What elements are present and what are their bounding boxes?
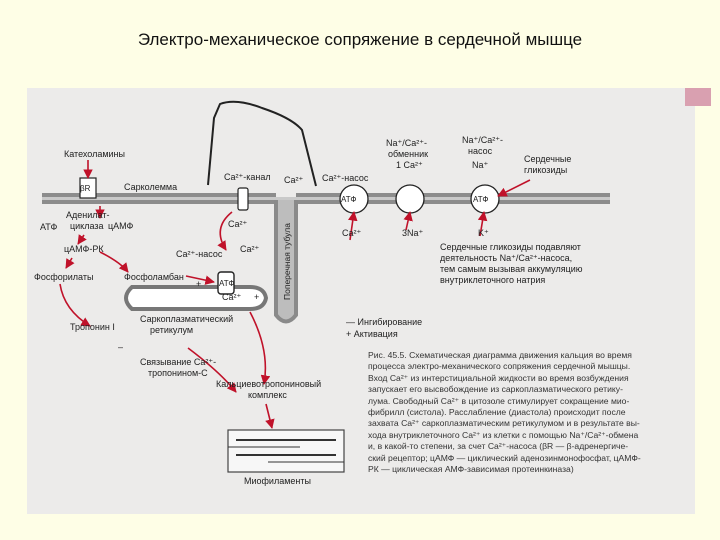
ca-pump-sr-label: Ca²⁺-насос — [176, 249, 223, 259]
caption-line: захвата Ca²⁺ саркоплазматическим ретикул… — [368, 418, 640, 429]
adenylate-label-2: циклаза — [70, 221, 104, 231]
ca-channel — [237, 187, 249, 211]
troponin-label: Тропонин I — [70, 322, 115, 332]
arrow-phos-troponin — [59, 283, 91, 327]
caption-line: и, в какой-то степени, за счет Ca²⁺-насо… — [368, 441, 629, 452]
phosphorylates-label: Фосфорилаты — [34, 272, 93, 282]
caption-line: РК — циклическая АМФ-зависимая протеинки… — [368, 464, 574, 475]
na3-label: 3Na⁺ — [402, 228, 424, 238]
arrow-binding — [187, 347, 237, 393]
camp-pk-label: цАМФ-РК — [64, 244, 104, 254]
myofilaments-box — [227, 429, 345, 473]
exchanger-label-3: 1 Ca²⁺ — [396, 160, 423, 170]
ca-out-label: Ca²⁺ — [342, 228, 362, 238]
plus-sign-sr: + — [254, 292, 259, 302]
atp-nak-label: АТФ — [473, 195, 488, 204]
glycosides-label-2: гликозиды — [524, 165, 567, 175]
complex-label-2: комплекс — [248, 390, 287, 400]
slide-title: Электро-механическое сопряжение в сердеч… — [137, 30, 583, 49]
catecholamines-label: Катехоламины — [64, 149, 125, 159]
exchanger-label-2: обменник — [388, 149, 428, 159]
caption-line: Рис. 45.5. Схематическая диаграмма движе… — [368, 350, 632, 360]
arrow-pk-phospholamban — [99, 251, 129, 273]
binding-label-2: тропонином-С — [148, 368, 208, 378]
ca-channel-label: Ca²⁺-канал — [224, 172, 271, 182]
arrow-glycosides — [497, 179, 531, 197]
sr-atp-pump — [217, 271, 235, 295]
sr-label-2: ретикулум — [150, 325, 193, 335]
note-line-4: внутриклеточного натрия — [440, 275, 545, 285]
arrow-complex — [265, 403, 275, 429]
caption-line: запускает его высвобождение из саркоплаз… — [368, 384, 623, 395]
ca-channel-ion-label: Ca²⁺ — [284, 175, 304, 185]
arrow-pk-phos — [65, 257, 75, 269]
minus-sign: – — [118, 342, 123, 352]
sarcolemma-label: Сарколемма — [124, 182, 177, 192]
glycosides-label-1: Сердечные — [524, 154, 571, 164]
ca-sr-right-label: Ca²⁺ — [240, 244, 260, 254]
nak-label-3: Na⁺ — [472, 160, 489, 170]
sarcoplasmic-reticulum — [124, 285, 269, 311]
exchanger-label-1: Na⁺/Ca²⁺- — [386, 138, 427, 148]
arrow-nak-k — [477, 211, 488, 237]
legend-inhibit: — Ингибирование — [346, 317, 422, 327]
ca-pump-top-label: Ca²⁺-насос — [322, 173, 369, 183]
caption-line: фибрилл (систола). Расслабление (диастол… — [368, 407, 626, 418]
na-ca-exchanger-circle — [395, 184, 425, 214]
caption-line: ский рецептор; цАМФ — циклический аденоз… — [368, 452, 641, 463]
arrow-ca-in — [217, 211, 233, 251]
page-tab — [685, 88, 711, 106]
atp-pump-label: АТФ — [341, 195, 356, 204]
adenylate-label-1: Аденилат- — [66, 210, 109, 220]
beta-r-label: βR — [80, 184, 91, 193]
binding-label-1: Связывание Ca²⁺- — [140, 357, 216, 367]
myofilaments-label: Миофиламенты — [244, 476, 311, 486]
plus-sign: + — [196, 279, 201, 289]
ca-sr-release-label: Ca²⁺ — [222, 292, 242, 302]
nak-label-1: Na⁺/Ca²⁺- — [462, 135, 503, 145]
arrow-ca-pump-out — [348, 211, 358, 241]
caption-line: процесса электро-механического сопряжени… — [368, 361, 631, 372]
arrow-camp — [77, 234, 87, 245]
t-tubule — [274, 200, 298, 324]
t-tubule-label: Поперечная тубула — [282, 223, 292, 300]
note-line-1: Сердечные гликозиды подавляют — [440, 242, 581, 252]
arrow-sr-release — [249, 311, 271, 385]
legend-activate: + Активация — [346, 329, 398, 339]
atp-sr-label: АТФ — [219, 279, 234, 288]
caption-line: лума. Свободный Ca²⁺ в цитозоле стимулир… — [368, 395, 630, 406]
camp-label: цАМФ — [108, 221, 134, 231]
arrow-exchanger — [403, 211, 413, 231]
arrow-phospholamban — [185, 275, 215, 285]
note-line-2: деятельность Na⁺/Ca²⁺-насоса, — [440, 253, 572, 263]
sr-label-1: Саркоплазматический — [140, 314, 233, 324]
ca-below-channel-label: Ca²⁺ — [228, 219, 248, 229]
action-potential-curve — [207, 100, 317, 187]
note-line-3: тем самым вызывая аккумуляцию — [440, 264, 583, 274]
figure-caption: Рис. 45.5. Схематическая диаграмма движе… — [368, 350, 686, 475]
atp-left-label: АТФ — [40, 222, 57, 232]
nak-label-2: насос — [468, 146, 493, 156]
k-plus-label: K⁺ — [478, 228, 489, 238]
sarcolemma-line — [42, 197, 610, 200]
complex-label-1: Кальциевотропониновый — [216, 379, 321, 389]
caption-line: Вход Ca²⁺ из интерстициальной жидкости в… — [368, 372, 629, 383]
phospholamban-label: Фосфоламбан — [124, 272, 184, 282]
caption-line: хода внутриклеточного Ca²⁺ из клетки с п… — [368, 429, 639, 440]
